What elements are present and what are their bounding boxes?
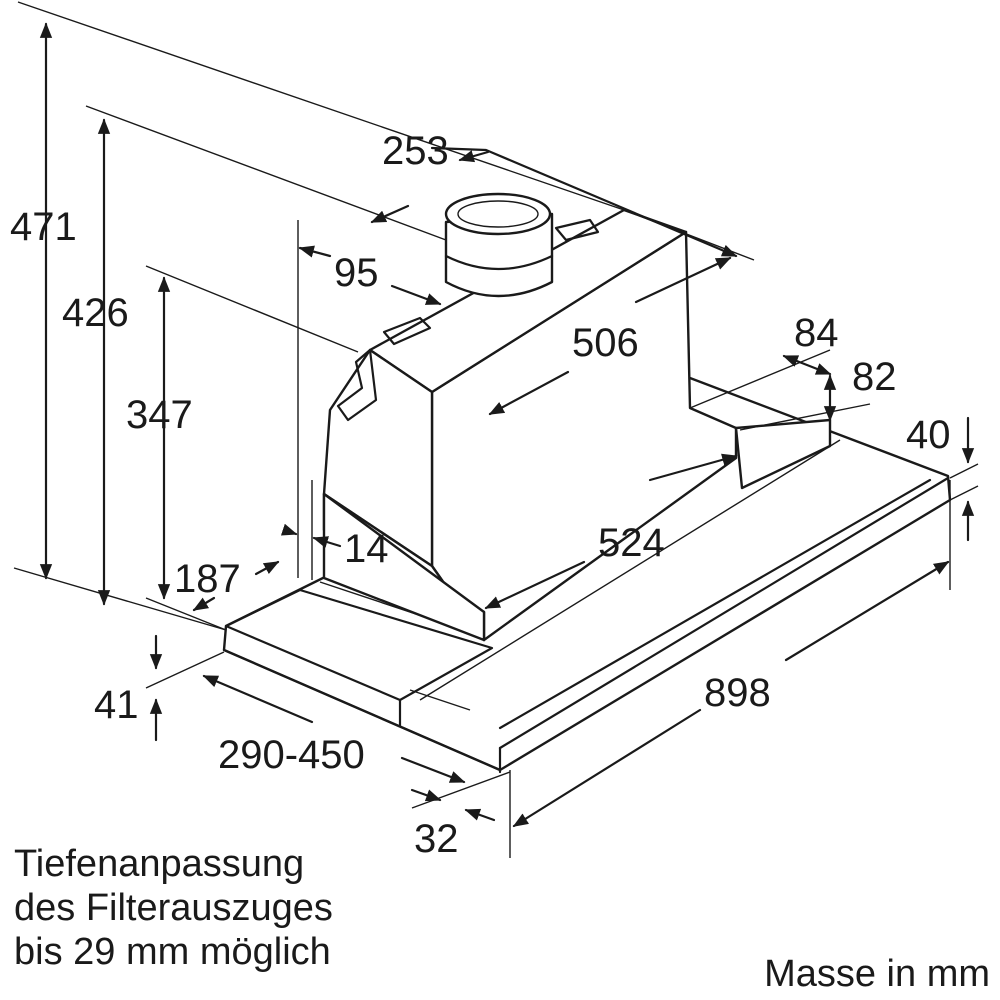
label-524: 524 [598,521,665,565]
dim-line-187b [192,596,216,612]
dim-line-253b [370,204,410,224]
label-82: 82 [852,355,897,399]
note-line-3: bis 29 mm möglich [14,931,331,973]
ext-right-84 [689,349,831,409]
exhaust-tube-inner [457,200,539,228]
dim-line-253-arrow [458,150,490,163]
drawer-slot-2 [409,689,471,711]
units-note: Masse in mm [764,953,990,995]
mount-clip-3 [554,218,600,242]
label-40: 40 [906,413,951,457]
dim-line-32a [410,788,442,802]
tray-inner-rail [498,478,932,730]
label-347: 347 [126,393,193,437]
exhaust-tube-collar [444,254,554,270]
dim-line-506b [488,370,570,416]
dim-line-290b [400,756,466,784]
label-187: 187 [174,557,241,601]
ext-base-lower [145,651,225,689]
dim-line-506a [634,256,732,304]
ext-base-left-2 [145,597,227,631]
ext-bottom-32 [411,771,511,809]
label-290-450: 290-450 [218,733,365,777]
label-95: 95 [334,251,379,295]
dim-line-187a [254,560,280,576]
label-898: 898 [704,671,771,715]
label-32: 32 [414,817,459,861]
exhaust-tube-rim [444,192,552,236]
label-14: 14 [344,527,389,571]
dim-line-14b [312,536,342,548]
mount-clip-2 [382,316,432,346]
dim-line-95b [390,284,442,306]
dimension-labels: 471 426 347 253 95 506 84 82 40 14 187 5… [10,129,951,861]
dim-line-898a [784,560,950,662]
label-426: 426 [62,291,129,335]
label-41: 41 [94,683,139,727]
ext-right-top-end [949,463,979,479]
dim-line-524b [484,560,586,610]
dim-line-14a [280,523,298,536]
tray-inner-rail-2 [419,439,841,701]
tray-front-edge [222,648,502,772]
side-bracket [734,418,832,490]
filter-adjustment-note: Tiefenanpassung des Filterauszuges bis 2… [14,842,333,974]
dim-line-32b [464,808,496,822]
ext-top-mid [85,105,447,241]
dim-line-84 [782,354,832,376]
hood-body [222,192,952,774]
note-line-1: Tiefenanpassung [14,843,305,885]
label-253: 253 [382,129,449,173]
tray-top-rail [498,476,950,750]
ext-mid [145,265,359,353]
lower-front-panel [322,492,486,642]
dimension-lines [13,1,979,858]
exhaust-tube [444,212,554,298]
dim-line-898b [512,708,702,828]
label-471: 471 [10,205,77,249]
label-84: 84 [794,311,839,355]
filter-drawer [224,588,494,702]
dim-line-253a [430,146,736,256]
ext-top-left [17,1,625,211]
note-line-2: des Filterauszuges [14,887,333,929]
dim-line-95a [298,245,332,258]
dim-line-524a [648,453,738,482]
label-506: 506 [572,321,639,365]
ext-right-82 [739,403,871,431]
dim-line-290a [202,674,314,724]
mount-clip-1 [336,348,378,422]
ext-right-bottom-end [949,485,979,501]
